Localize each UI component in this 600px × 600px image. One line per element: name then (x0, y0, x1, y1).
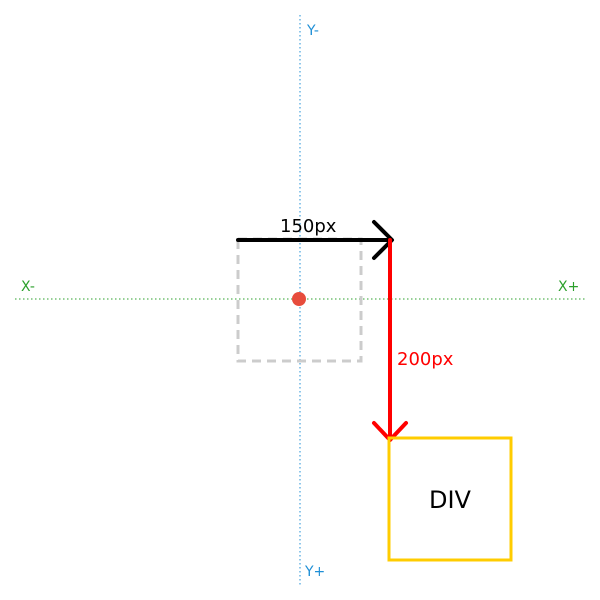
x-negative-label: X- (21, 279, 35, 295)
translated-div-box (387, 436, 513, 562)
y-translate-arrow (372, 238, 408, 442)
x-offset-label: 150px (280, 216, 337, 237)
y-positive-label: Y+ (304, 564, 325, 580)
div-label: DIV (429, 486, 472, 514)
x-positive-label: X+ (558, 279, 579, 295)
y-offset-label: 200px (397, 349, 454, 370)
origin-dot (292, 292, 306, 306)
y-negative-label: Y- (306, 23, 319, 39)
